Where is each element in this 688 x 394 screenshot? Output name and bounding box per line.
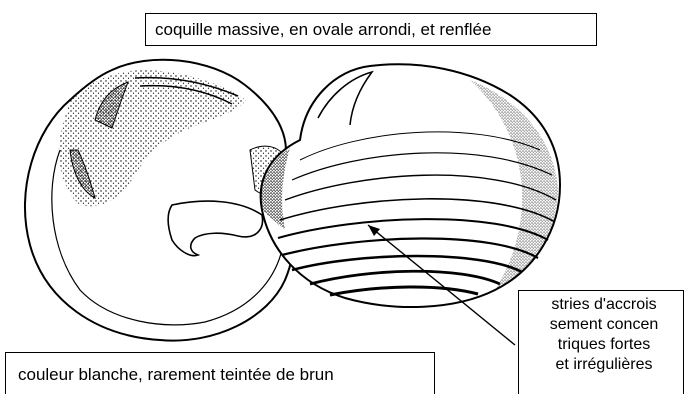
striae-label-line: stries d'accrois <box>525 295 683 315</box>
striae-label: stries d'accrois sement concen triques f… <box>518 290 684 394</box>
right-valve-exterior <box>261 64 560 307</box>
shell-color-label: couleur blanche, rarement teintée de bru… <box>5 352 435 394</box>
striae-label-line: sement concen <box>525 315 683 335</box>
shell-shape-label: coquille massive, en ovale arrondi, et r… <box>145 13 597 46</box>
left-valve-interior <box>25 60 296 341</box>
striae-label-line: triques fortes <box>525 335 683 355</box>
striae-label-line: et irrégulières <box>525 355 683 375</box>
